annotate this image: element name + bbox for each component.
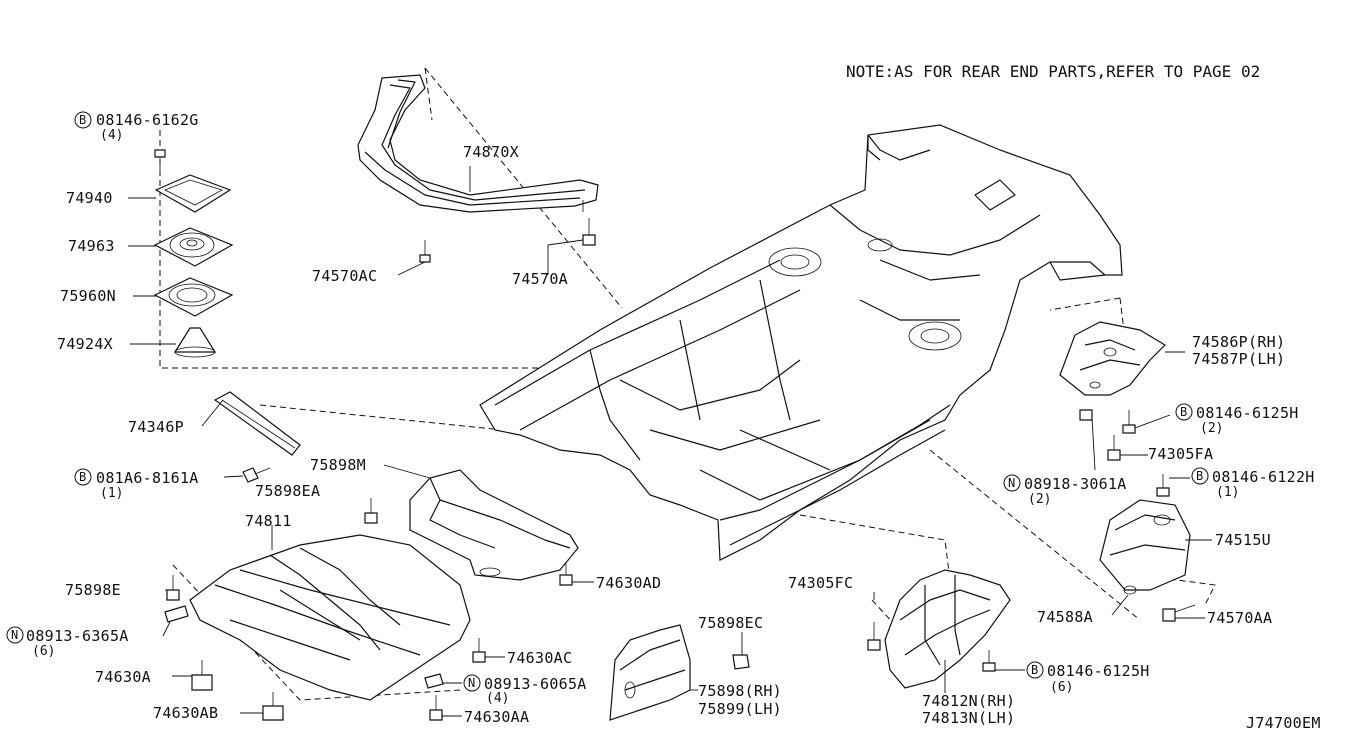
bracket-74515u [1099,499,1191,595]
callout-c20: 08913-6065A [484,675,587,693]
callout-c18: 74630AD [596,574,661,592]
floor-panel-assembly [479,124,1123,561]
callout-c15: 08913-6365A [26,627,129,645]
badge-b-c31: B [1175,403,1193,421]
callout-c12: 75898EA [255,482,320,500]
callout-c36: 74588A [1037,608,1093,626]
callout-c01-qty: (4) [100,128,123,143]
bracket-75898-75899 [609,624,691,721]
svg-text:N: N [11,628,18,642]
callout-c23: 75898(RH) [698,682,782,700]
undercover-74811 [189,534,471,701]
callout-c32: 74305FA [1148,445,1213,463]
rear-panel-upper [867,135,881,161]
callout-c35: 74515U [1215,531,1271,549]
svg-text:B: B [79,470,86,484]
bracket-74586p-74587p [1059,321,1166,396]
callout-c04: 75960N [60,287,116,305]
clip-parts [164,605,444,689]
svg-text:B: B [79,113,86,127]
callout-c02: 74940 [66,189,113,207]
callout-c31: 08146-6125H [1196,404,1299,422]
badge-b-c28: B [1026,661,1044,679]
callout-c03: 74963 [68,237,115,255]
svg-text:B: B [1031,663,1038,677]
callout-c37: 74570AA [1207,609,1272,627]
callout-c15-qty: (6) [32,644,55,659]
callout-c28-qty: (6) [1050,680,1073,695]
crossmember-74870x [357,74,599,213]
bolt-fasteners [154,149,1196,721]
callout-c26: 74812N(RH) [922,692,1015,710]
callout-c20-qty: (4) [486,691,509,706]
callout-badges: B B N N B B N B [6,111,1209,692]
callout-c19: 74630AC [507,649,572,667]
bracket-74346p [213,391,301,456]
badge-b-c01: B [74,111,92,129]
callout-c34: 08146-6122H [1212,468,1315,486]
callout-labels: 08146-6162G (4) 74940 74963 75960N 74924… [26,111,1315,727]
callout-c31-qty: (2) [1200,421,1223,436]
callout-c22: 75898EC [698,614,763,632]
callout-c25: 74305FC [788,574,853,592]
callout-c33: 08918-3061A [1024,475,1127,493]
callout-c17: 74630AB [153,704,218,722]
callout-c10-qty: (1) [100,486,123,501]
callout-c11: 75898M [310,456,366,474]
bracket-74812n-74813n [884,569,1011,689]
callout-c30: 74587P(LH) [1192,350,1285,368]
callout-c33-qty: (2) [1028,492,1051,507]
svg-text:B: B [1196,469,1203,483]
callout-c01: 08146-6162G [96,111,199,129]
badge-n-c15: N [6,626,24,644]
leader-lines [128,166,1212,717]
callout-c05: 74924X [57,335,113,353]
callout-c13: 74811 [245,512,292,530]
callout-c24: 75899(LH) [698,700,782,718]
callout-c29: 74586P(RH) [1192,333,1285,351]
callout-c16: 74630A [95,668,151,686]
callout-c27: 74813N(LH) [922,709,1015,727]
callout-c07: 74570AC [312,267,377,285]
left-parts-stack [153,174,234,358]
callout-c10: 081A6-8161A [96,469,199,487]
note-text: NOTE:AS FOR REAR END PARTS,REFER TO PAGE… [846,62,1260,81]
callout-c14: 75898E [65,581,121,599]
svg-text:N: N [1008,476,1015,490]
callout-c34-qty: (1) [1216,485,1239,500]
callout-c06: 74870X [463,143,519,161]
badge-n-c20: N [463,674,481,692]
callout-c09: 74346P [128,418,184,436]
svg-text:N: N [468,676,475,690]
svg-text:B: B [1180,405,1187,419]
callout-c28: 08146-6125H [1047,662,1150,680]
bracket-75898m [409,469,579,581]
callout-c21: 74630AA [464,708,529,726]
badge-b-c10: B [74,468,92,486]
callout-c08: 74570A [512,270,568,288]
badge-b-c34: B [1191,467,1209,485]
badge-n-c33: N [1003,474,1021,492]
diagram-id: J74700EM [1246,714,1321,732]
